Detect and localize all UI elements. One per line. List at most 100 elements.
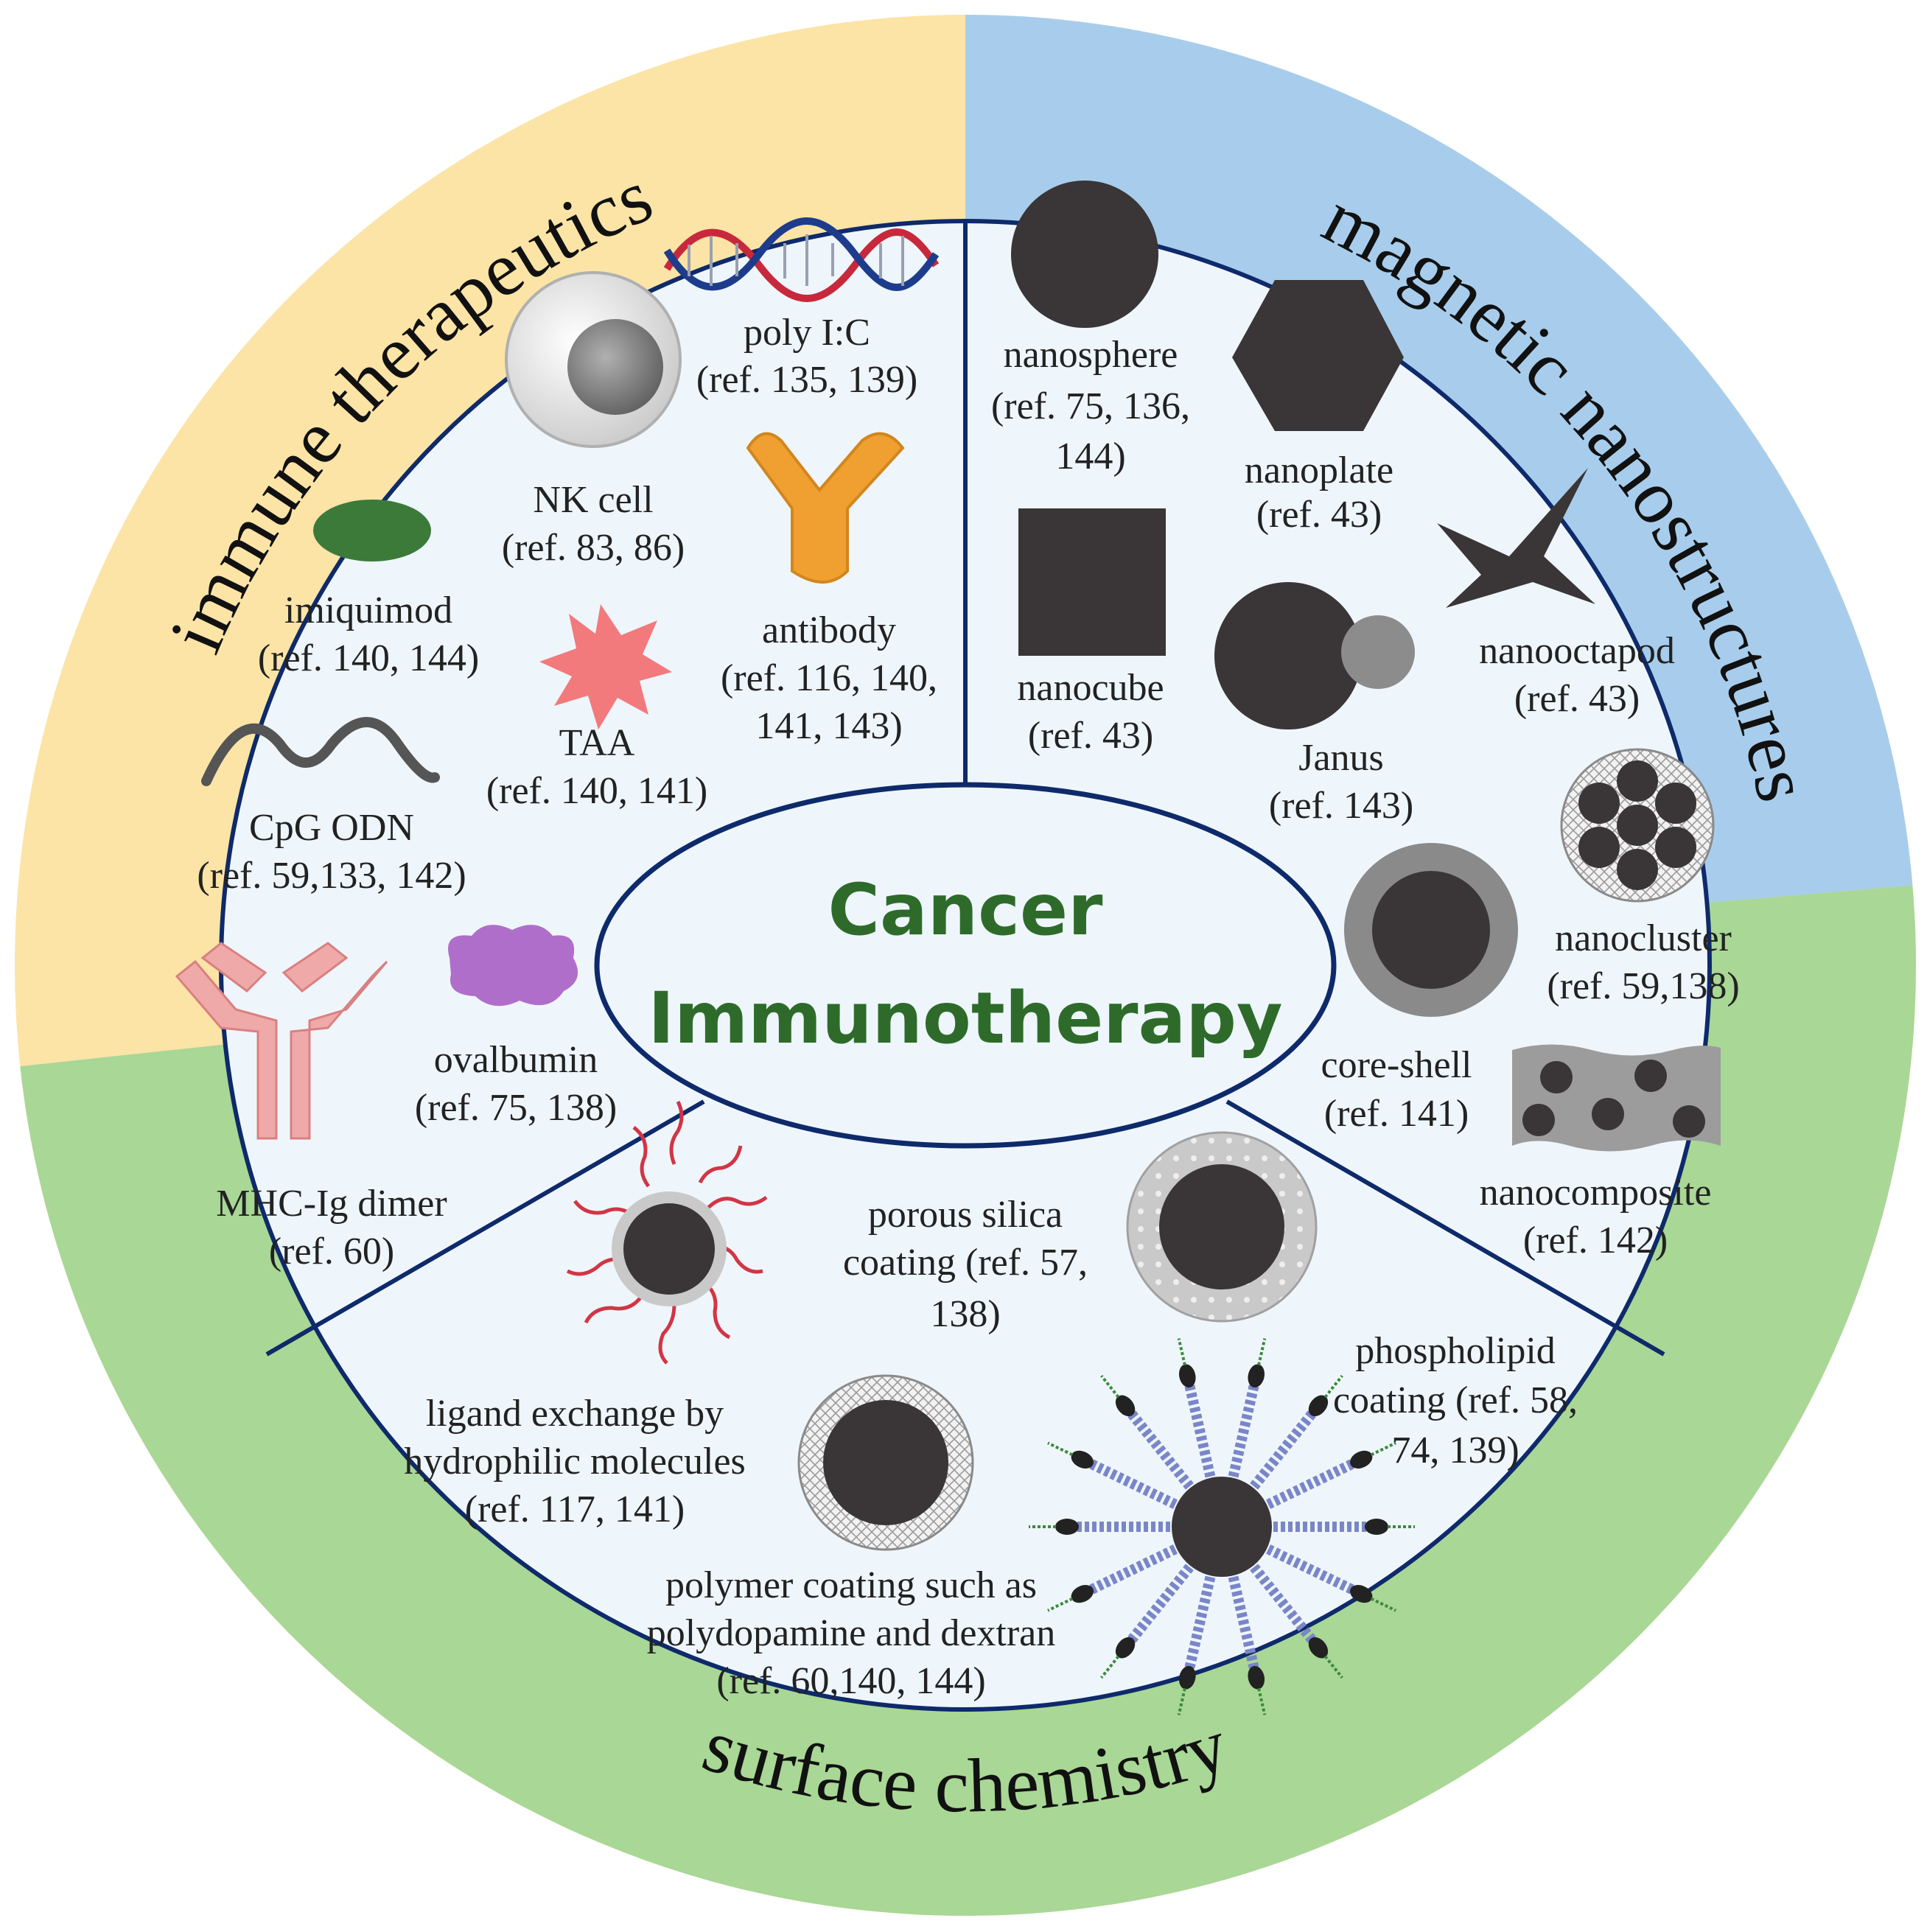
- antibody-icon: [746, 432, 905, 584]
- lipid-head: [1071, 1450, 1094, 1469]
- antibody-name: antibody: [762, 609, 896, 651]
- peg-chain: [1177, 1687, 1186, 1715]
- ligand-line1: ligand exchange by: [426, 1393, 724, 1435]
- phospholipid-line1: phospholipid: [1355, 1330, 1556, 1372]
- nanosphere-icon: [1011, 181, 1158, 328]
- nk-cell-icon: [505, 271, 682, 448]
- ligand-line3: (ref. 117, 141): [465, 1488, 685, 1530]
- peg-chain: [1177, 1338, 1186, 1366]
- polymer-line2: polydopamine and dextran: [647, 1612, 1056, 1654]
- divider-right: [1225, 1099, 1665, 1357]
- ligand-icon: [566, 1100, 768, 1365]
- imiquimod-name: imiquimod: [284, 589, 452, 631]
- lipid-head: [1115, 1637, 1136, 1659]
- divider-left: [265, 1099, 705, 1357]
- nk-cell-ref: (ref. 83, 86): [502, 527, 685, 569]
- lipid-head: [1350, 1450, 1373, 1469]
- lipid-head: [1308, 1637, 1329, 1659]
- cluster-icon: [1560, 748, 1715, 903]
- nk-cell-name: NK cell: [533, 479, 653, 521]
- polymer-icon: [797, 1374, 974, 1551]
- janus-icon: [1214, 582, 1415, 729]
- peg-chain: [1370, 1441, 1396, 1457]
- lipid-head: [1055, 1519, 1079, 1535]
- janus-ref: (ref. 143): [1269, 785, 1413, 827]
- nanosphere-name: nanosphere: [1004, 334, 1178, 376]
- ovalbumin-name: ovalbumin: [434, 1039, 598, 1081]
- lipid-tail: [1228, 1575, 1260, 1672]
- imiquimod-ref: (ref. 140, 144): [258, 637, 479, 679]
- nanosphere-ref-line2: 144): [1055, 435, 1125, 477]
- imiquimod-icon: [313, 500, 431, 561]
- composite-icon: [1512, 1044, 1721, 1152]
- peg-chain: [1257, 1687, 1267, 1715]
- core-shell-name: core-shell: [1321, 1044, 1472, 1086]
- porous-silica-line1: porous silica: [868, 1194, 1063, 1236]
- center-ellipse: [594, 782, 1337, 1149]
- polymer-line1: polymer coating such as: [665, 1564, 1037, 1606]
- lipid-head: [1365, 1519, 1388, 1535]
- lipid-head: [1248, 1364, 1265, 1388]
- polymer-line3: (ref. 60,140, 144): [716, 1660, 985, 1702]
- mhc-name: MHC-Ig dimer: [216, 1183, 447, 1225]
- nanocomposite-name: nanocomposite: [1480, 1172, 1712, 1214]
- nanoplate-ref: (ref. 43): [1256, 494, 1382, 536]
- lipid-head: [1178, 1665, 1196, 1690]
- lipid-head: [1115, 1395, 1136, 1417]
- lipid-tail: [1125, 1564, 1194, 1645]
- poly-ic-name: poly I:C: [744, 312, 870, 354]
- core-shell-icon: [1344, 843, 1518, 1017]
- ovalbumin-ref: (ref. 75, 138): [415, 1087, 617, 1129]
- phospholipid-line3: 74, 139): [1391, 1429, 1519, 1471]
- lipid-head: [1178, 1364, 1196, 1388]
- lipid-tail: [1183, 1575, 1216, 1672]
- lipid-tail: [1228, 1382, 1260, 1478]
- lipid-head: [1308, 1395, 1329, 1417]
- lipid-tail: [1086, 1544, 1178, 1596]
- taa-icon: [539, 604, 672, 729]
- lipid-tail: [1086, 1457, 1178, 1509]
- lipid-head: [1071, 1585, 1094, 1603]
- nanocube-ref: (ref. 43): [1028, 715, 1153, 757]
- lipid-tail: [1250, 1408, 1318, 1490]
- taa-ref: (ref. 140, 141): [486, 770, 707, 812]
- antibody-ref-line1: (ref. 116, 140,: [721, 657, 937, 699]
- lipid-tail: [1250, 1564, 1318, 1645]
- peg-chain: [1323, 1655, 1343, 1679]
- lipid-tail: [1183, 1382, 1216, 1478]
- antibody-ref-line2: 141, 143): [755, 705, 902, 747]
- peg-chain: [1323, 1374, 1343, 1399]
- sector-dividers: [265, 221, 1665, 1357]
- phospholipid-icon: [1029, 1338, 1415, 1715]
- phospholipid-line2: coating (ref. 58,: [1333, 1379, 1578, 1421]
- dna-icon: [663, 217, 940, 302]
- nanooctapod-ref: (ref. 43): [1514, 678, 1640, 720]
- lipid-tail: [1266, 1544, 1357, 1596]
- mhc-dimer-icon: [175, 942, 388, 1140]
- center-title-line2: Immunotherapy: [648, 977, 1282, 1060]
- ovalbumin-icon: [448, 925, 578, 1007]
- nanoplate-name: nanoplate: [1245, 449, 1393, 491]
- cpg-name: CpG ODN: [249, 807, 414, 849]
- peg-chain: [1047, 1441, 1074, 1457]
- peg-chain: [1047, 1597, 1074, 1612]
- lipid-tail: [1266, 1457, 1357, 1509]
- poly-ic-ref: (ref. 135, 139): [696, 359, 917, 401]
- nanocomposite-ref: (ref. 142): [1523, 1219, 1668, 1261]
- cpg-wave-icon: [201, 717, 440, 786]
- core-shell-ref: (ref. 141): [1324, 1093, 1469, 1135]
- lipid-tail: [1125, 1408, 1194, 1490]
- nanooctapod-name: nanooctapod: [1479, 630, 1675, 672]
- peg-chain: [1370, 1597, 1396, 1612]
- nanosphere-ref-line1: (ref. 75, 136,: [991, 385, 1190, 427]
- peg-chain: [1257, 1338, 1267, 1366]
- porous-silica-icon: [1126, 1131, 1318, 1323]
- octapod-icon: [1437, 468, 1595, 608]
- cube-icon: [1018, 508, 1166, 656]
- nanocube-name: nanocube: [1017, 667, 1164, 709]
- porous-silica-line3: 138): [930, 1293, 1000, 1335]
- nanocluster-name: nanocluster: [1555, 917, 1732, 959]
- janus-name: Janus: [1298, 737, 1384, 779]
- mhc-ref: (ref. 60): [269, 1231, 394, 1273]
- hexagon-icon: [1232, 280, 1404, 431]
